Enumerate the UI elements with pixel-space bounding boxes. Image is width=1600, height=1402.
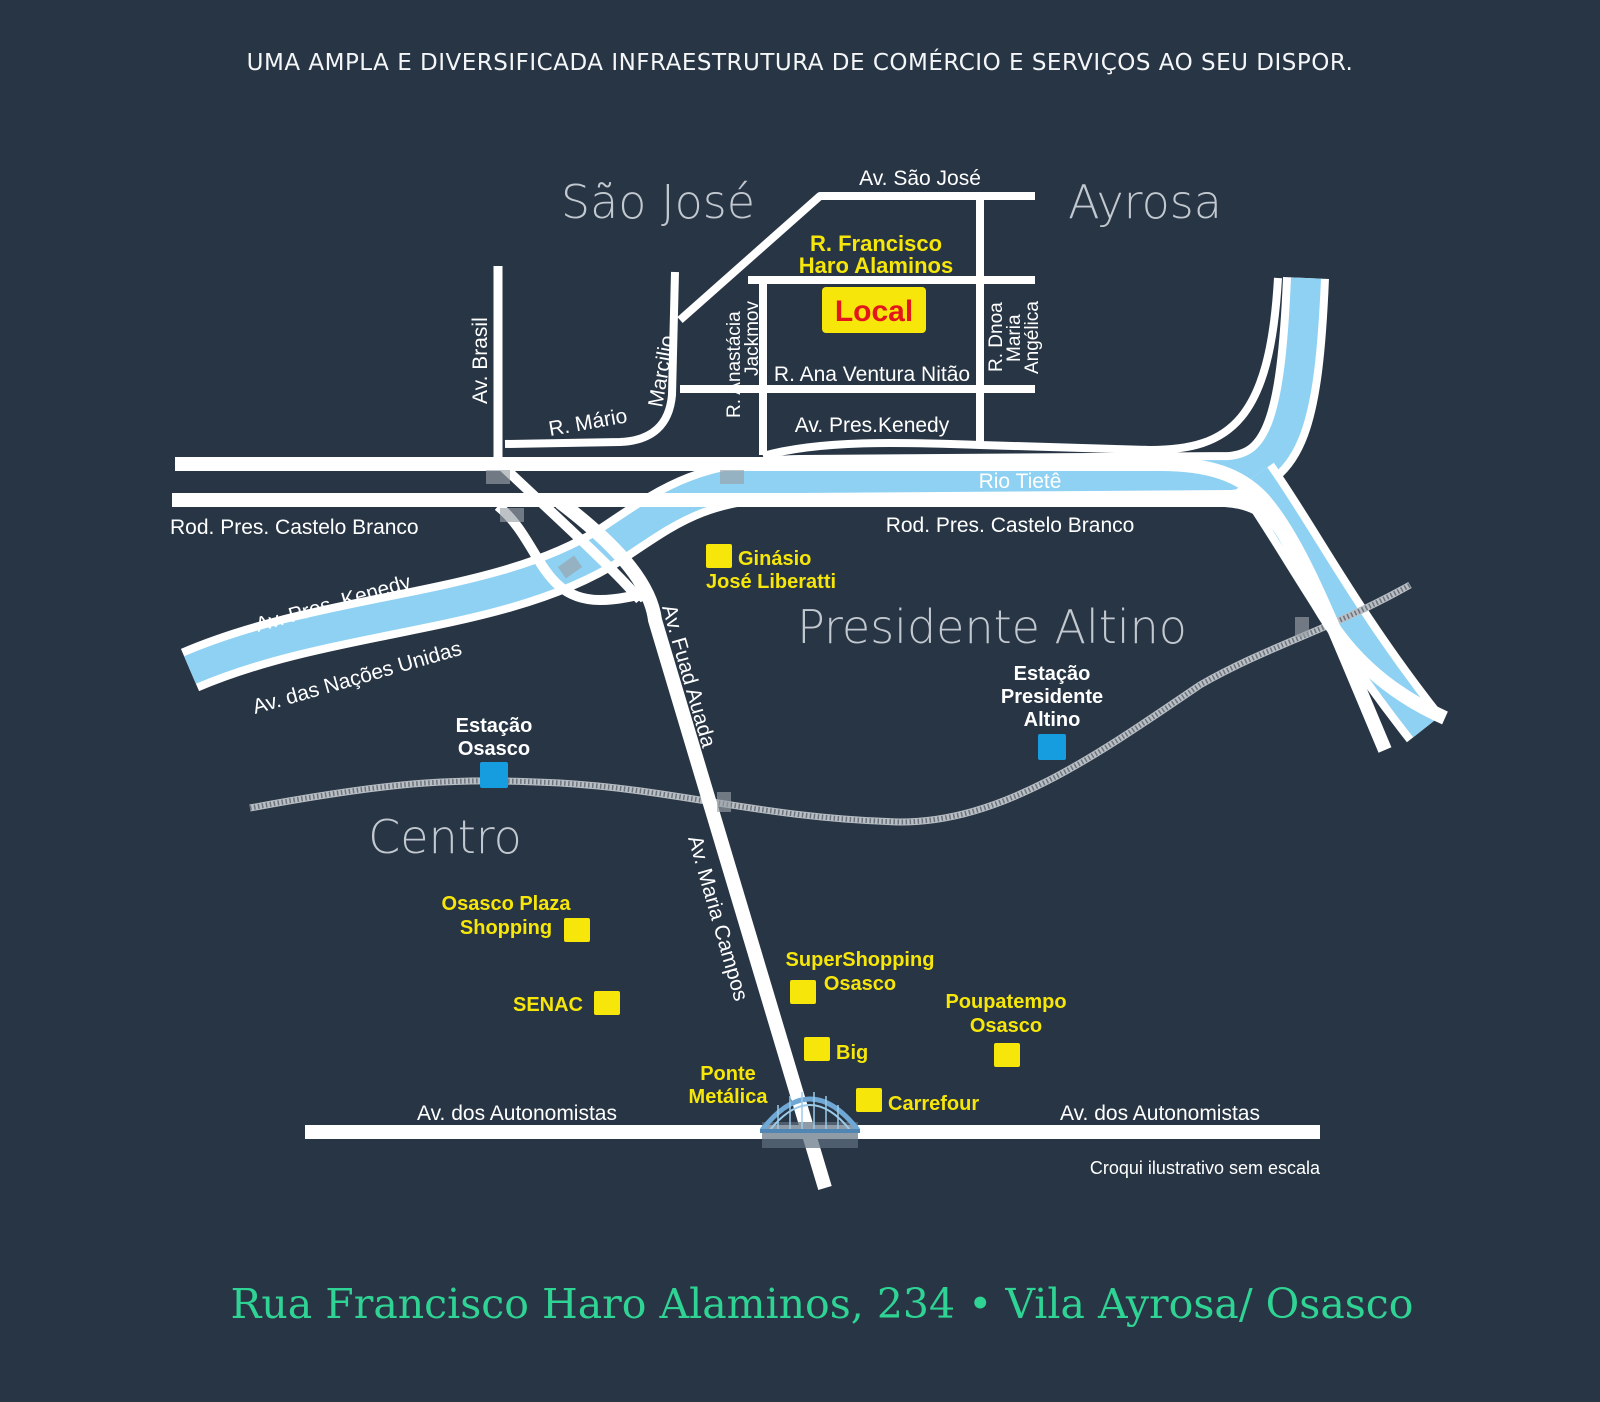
label-angelica: Angélica xyxy=(1022,301,1043,374)
poi-big: Big xyxy=(804,1037,868,1064)
label-rua-francisco-1: R. Francisco xyxy=(810,231,942,256)
label-castelo-branco-right: Rod. Pres. Castelo Branco xyxy=(886,514,1135,537)
label-jackmov: Jackmov xyxy=(742,301,763,376)
district-centro: Centro xyxy=(368,810,522,864)
label-castelo-branco-left: Rod. Pres. Castelo Branco xyxy=(170,516,419,539)
poi-osasco-plaza: Osasco Plaza Shopping xyxy=(442,893,590,942)
poi-ginasio: Ginásio José Liberatti xyxy=(706,544,836,593)
header-title: UMA AMPLA E DIVERSIFICADA INFRAESTRUTURA… xyxy=(247,48,1354,76)
poi-plaza-label-2: Shopping xyxy=(460,917,552,939)
station-altino-label-2: Presidente xyxy=(1001,686,1103,708)
poi-marker xyxy=(994,1043,1020,1067)
label-r-anastacia: R. Anastácia xyxy=(724,311,745,418)
poi-poupatempo-label-2: Osasco xyxy=(970,1015,1042,1037)
district-sao-jose: São José xyxy=(561,175,755,229)
road-network xyxy=(172,192,1448,1191)
poi-carrefour: Carrefour xyxy=(856,1088,979,1115)
poi-plaza-label-1: Osasco Plaza xyxy=(442,893,572,915)
label-av-pres-kenedy-top: Av. Pres.Kenedy xyxy=(795,414,950,437)
local-box xyxy=(822,287,926,333)
label-rio-tiete: Rio Tietê xyxy=(979,470,1062,493)
poi-supershopping-label-2: Osasco xyxy=(824,973,896,995)
poi-carrefour-label: Carrefour xyxy=(888,1093,979,1115)
local-marker: Local xyxy=(822,287,926,333)
district-ayrosa: Ayrosa xyxy=(1068,175,1222,229)
railway-line xyxy=(249,581,1412,826)
station-altino-label-3: Altino xyxy=(1024,709,1081,731)
poi-poupatempo: Poupatempo Osasco xyxy=(945,991,1067,1067)
label-r-ana-ventura: R. Ana Ventura Nitão xyxy=(774,363,970,386)
poi-marker xyxy=(804,1037,830,1061)
poi-supershopping: SuperShopping Osasco xyxy=(786,949,935,1004)
station-marker xyxy=(1038,734,1066,760)
poi-marker xyxy=(706,544,732,568)
footer-address: Rua Francisco Haro Alaminos, 234 • Vila … xyxy=(231,1280,1414,1328)
poi-marker xyxy=(564,918,590,942)
poi-big-label: Big xyxy=(836,1042,868,1064)
station-osasco-label-1: Estação xyxy=(456,715,533,737)
district-presidente-altino: Presidente Altino xyxy=(797,600,1187,654)
poi-ponte-label-1: Ponte xyxy=(700,1063,756,1085)
poi-senac-label: SENAC xyxy=(513,994,583,1016)
poi-senac: SENAC xyxy=(513,991,620,1016)
label-rua-francisco-2: Haro Alaminos xyxy=(799,253,953,278)
label-av-sao-jose: Av. São José xyxy=(859,167,981,190)
poi-ponte-metalica: Ponte Metálica xyxy=(689,1063,769,1108)
station-osasco-label-2: Osasco xyxy=(458,738,530,760)
label-r-dnoa: R. Dnoa xyxy=(986,302,1007,372)
label-av-brasil: Av. Brasil xyxy=(469,317,492,404)
label-autonomistas-left: Av. dos Autonomistas xyxy=(417,1102,617,1125)
poi-ginasio-label-1: Ginásio xyxy=(738,548,811,570)
station-marker xyxy=(480,762,508,788)
poi-supershopping-label-1: SuperShopping xyxy=(786,949,935,971)
poi-ponte-label-2: Metálica xyxy=(689,1086,769,1108)
poi-ginasio-label-2: José Liberatti xyxy=(706,571,836,593)
overpass-markers xyxy=(486,470,1309,812)
poi-poupatempo-label-1: Poupatempo xyxy=(945,991,1066,1013)
poi-marker xyxy=(594,991,620,1015)
station-osasco: Estação Osasco xyxy=(456,715,533,788)
station-presidente-altino: Estação Presidente Altino xyxy=(1001,663,1103,760)
label-maria: Maria xyxy=(1004,314,1025,362)
station-altino-label-1: Estação xyxy=(1014,663,1091,685)
local-label: Local xyxy=(835,295,913,328)
label-r-mario: R. Mário xyxy=(547,404,629,440)
ponte-metalica-bridge-icon xyxy=(760,1092,860,1148)
label-autonomistas-right: Av. dos Autonomistas xyxy=(1060,1102,1260,1125)
poi-marker xyxy=(790,980,816,1004)
scale-note: Croqui ilustrativo sem escala xyxy=(1090,1158,1321,1178)
poi-marker xyxy=(856,1088,882,1112)
